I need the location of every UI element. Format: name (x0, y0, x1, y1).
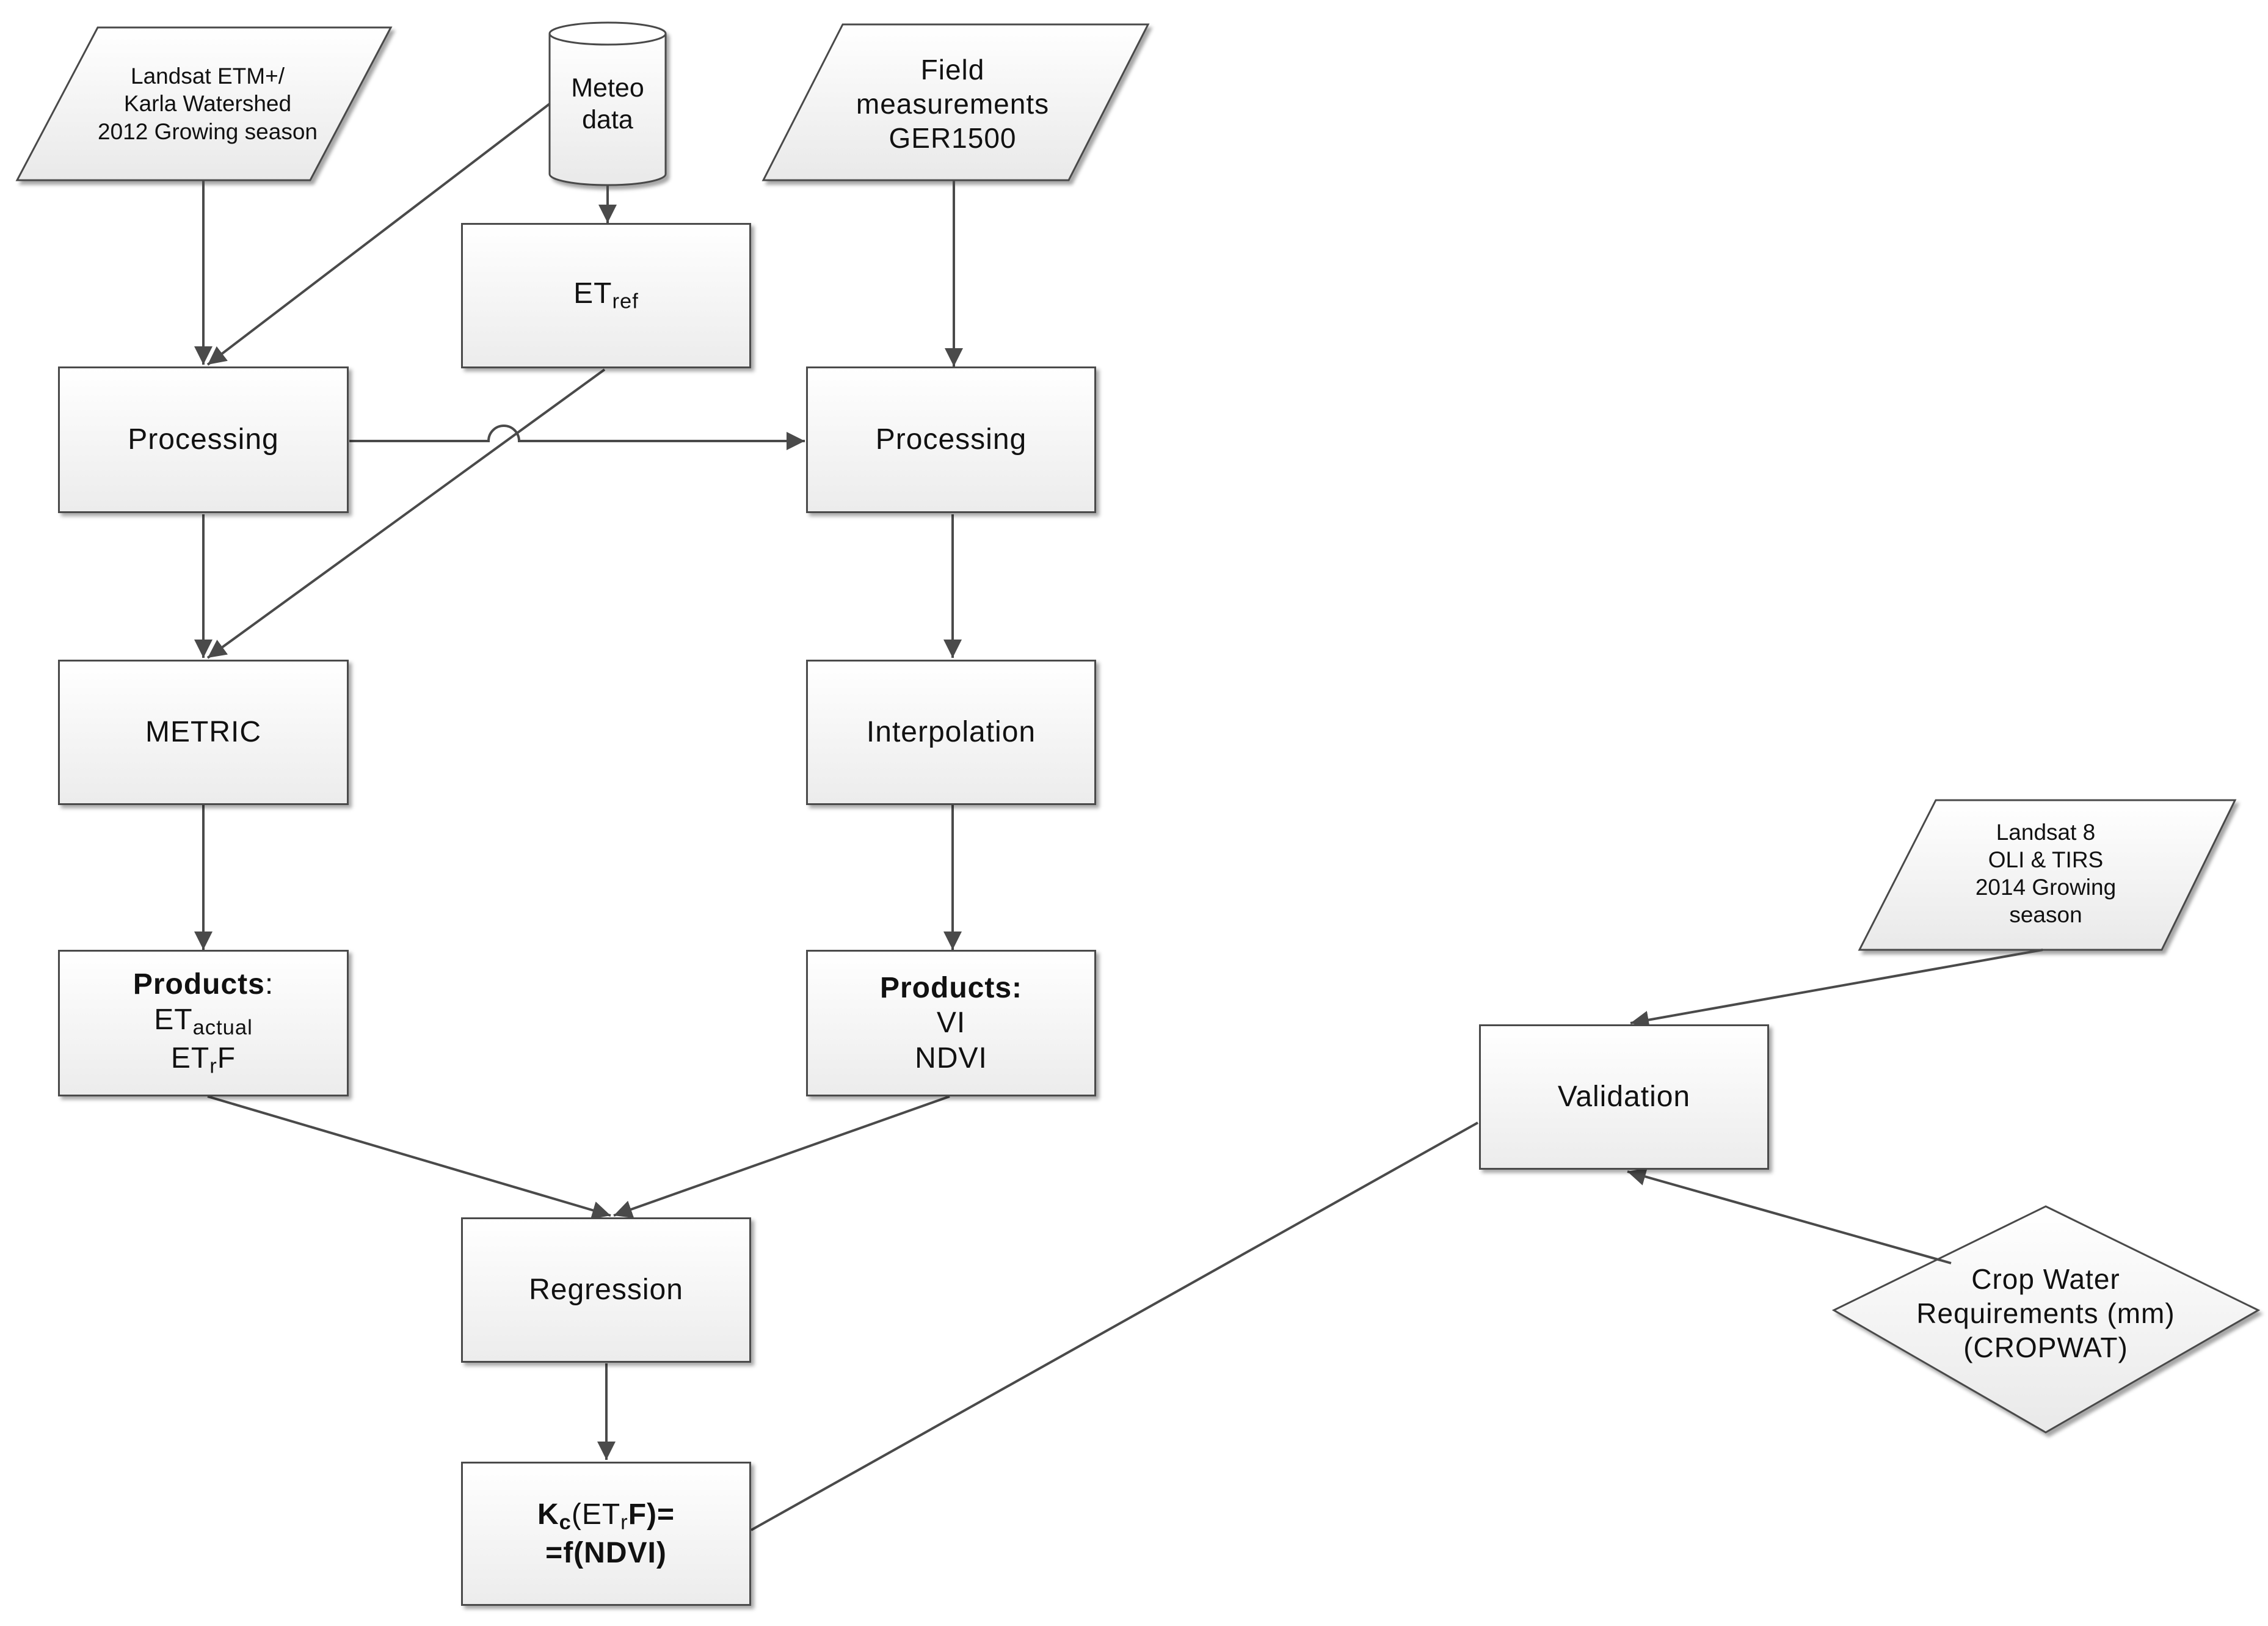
arrow-cropwat-to-validation (1627, 1167, 1952, 1264)
products-right-box[interactable]: Products: VI NDVI (806, 950, 1096, 1096)
arrow-etref-to-metric (206, 368, 606, 659)
regression-box[interactable]: Regression (461, 1217, 751, 1363)
processing-left-box[interactable]: Processing (58, 366, 349, 513)
arrow-products-left-to-regression (207, 1095, 611, 1219)
products-right-title: Products: (879, 971, 1022, 1004)
validation-box[interactable]: Validation (1479, 1024, 1769, 1170)
field-line3: GER1500 (889, 122, 1017, 155)
products-right-vi: VI (936, 1007, 966, 1040)
field-input-text[interactable]: Field measurements GER1500 (800, 43, 1105, 165)
field-line2: measurements (856, 87, 1050, 120)
meteo-data-cylinder (548, 21, 667, 186)
regression-label: Regression (529, 1274, 683, 1307)
metric-label: METRIC (145, 716, 261, 749)
products-left-title: Products: (133, 968, 274, 1001)
landsat8-line2: OLI & TIRS (1988, 847, 2104, 872)
meteo-line1: Meteo (571, 73, 644, 103)
interpolation-box[interactable]: Interpolation (806, 660, 1096, 805)
processing-right-label: Processing (875, 423, 1027, 456)
metric-box[interactable]: METRIC (58, 660, 349, 805)
arrow-landsat8-to-validation (1630, 949, 2043, 1029)
cropwat-line3: (CROPWAT) (1963, 1332, 2128, 1364)
field-input-shape (761, 23, 1150, 181)
products-left-box[interactable]: Products: ETactual ETrF (58, 950, 349, 1096)
landsat7-line3: 2012 Growing season (98, 118, 318, 144)
kc-formula-line1: Kc(ETrF)= (537, 1498, 675, 1534)
landsat7-line2: Karla Watershed (123, 91, 292, 117)
products-left-etactual: ETactual (154, 1003, 253, 1040)
kc-formula-line2: =f(NDVI) (545, 1536, 667, 1569)
landsat8-line1: Landsat 8 (1996, 819, 2096, 845)
landsat7-input-shape (15, 26, 393, 181)
products-left-etrf: ETrF (170, 1041, 236, 1078)
kc-formula-box[interactable]: Kc(ETrF)= =f(NDVI) (461, 1462, 751, 1606)
interpolation-label: Interpolation (866, 716, 1036, 749)
landsat8-input-shape (1858, 799, 2237, 951)
products-right-ndvi: NDVI (915, 1041, 987, 1074)
cropwat-text[interactable]: Crop Water Requirements (mm) (CROPWAT) (1856, 1255, 2235, 1371)
meteo-line2: data (582, 105, 633, 134)
cropwat-diamond (1831, 1205, 2261, 1434)
landsat7-line1: Landsat ETM+/ (131, 64, 285, 89)
meteo-data-text[interactable]: Meteo data (550, 64, 666, 144)
cropwat-line1: Crop Water (1971, 1263, 2120, 1295)
processing-right-box[interactable]: Processing (806, 366, 1096, 513)
landsat8-input-text[interactable]: Landsat 8 OLI & TIRS 2014 Growing season (1917, 812, 2174, 935)
line-kc-to-validation (751, 1121, 1478, 1531)
validation-label: Validation (1557, 1081, 1691, 1114)
processing-left-label: Processing (128, 423, 279, 456)
etref-label: ETref (573, 277, 639, 314)
etref-box[interactable]: ETref (461, 223, 751, 368)
arrow-processing-left-to-right (349, 425, 805, 450)
arrow-products-right-to-regression (613, 1095, 950, 1219)
field-line1: Field (920, 53, 985, 86)
landsat7-input-text[interactable]: Landsat ETM+/ Karla Watershed 2012 Growi… (55, 49, 360, 159)
arrow-meteo-to-processing (206, 103, 551, 366)
landsat8-line4: season (2009, 902, 2082, 928)
landsat8-line3: 2014 Growing (1975, 875, 2117, 900)
cropwat-line2: Requirements (mm) (1916, 1297, 2175, 1329)
